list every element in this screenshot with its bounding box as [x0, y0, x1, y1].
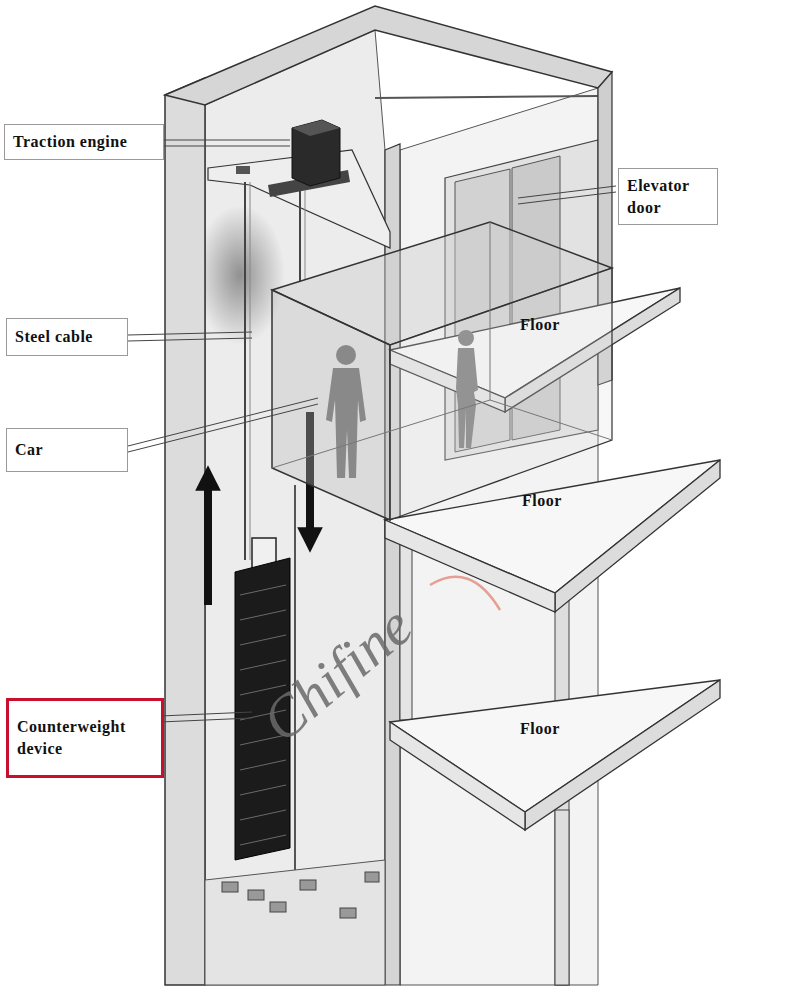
shaft-pit — [205, 860, 385, 985]
steel-cable — [305, 190, 306, 280]
watermark-arc — [430, 577, 500, 610]
leader-line — [164, 140, 290, 141]
floor-slab — [390, 680, 720, 830]
shaft-top-rim — [165, 6, 612, 105]
floor-label: Floor — [522, 492, 562, 510]
steel-cable — [244, 182, 246, 560]
elevator-car — [272, 222, 612, 520]
callout-label: Traction engine — [13, 131, 127, 153]
engine-part — [236, 166, 250, 174]
callout-label: Steel cable — [15, 326, 93, 348]
up-arrow — [204, 478, 212, 605]
steel-cable — [250, 182, 251, 560]
leader-line — [128, 398, 318, 446]
callout-label: Car — [15, 439, 43, 461]
leader-line — [128, 332, 252, 335]
leader-line — [160, 718, 252, 722]
leader-line — [128, 404, 318, 452]
engine-top — [292, 120, 340, 136]
floor-label: Floor — [520, 316, 560, 334]
callout-box: Traction engine — [4, 124, 164, 160]
floor-label: Floor — [520, 720, 560, 738]
callout-box: Car — [6, 428, 128, 472]
traction-engine — [236, 120, 350, 197]
callout-box: Steel cable — [6, 318, 128, 356]
leader-line — [518, 186, 616, 198]
steel-cable — [299, 190, 301, 282]
shaft-left-wall — [165, 78, 205, 985]
door-rail — [375, 96, 598, 98]
leader-line — [128, 338, 252, 341]
callout-label: Counterweight device — [17, 716, 153, 759]
leader-line — [164, 146, 290, 147]
engine-body — [292, 120, 340, 186]
building-column — [555, 810, 569, 985]
callout-label: Elevator door — [627, 175, 709, 218]
callout-box: Counterweight device — [6, 698, 164, 778]
leader-line — [160, 712, 252, 716]
leader-line — [518, 192, 616, 204]
pit-buffers — [222, 872, 379, 918]
callout-box: Elevator door — [618, 168, 718, 225]
